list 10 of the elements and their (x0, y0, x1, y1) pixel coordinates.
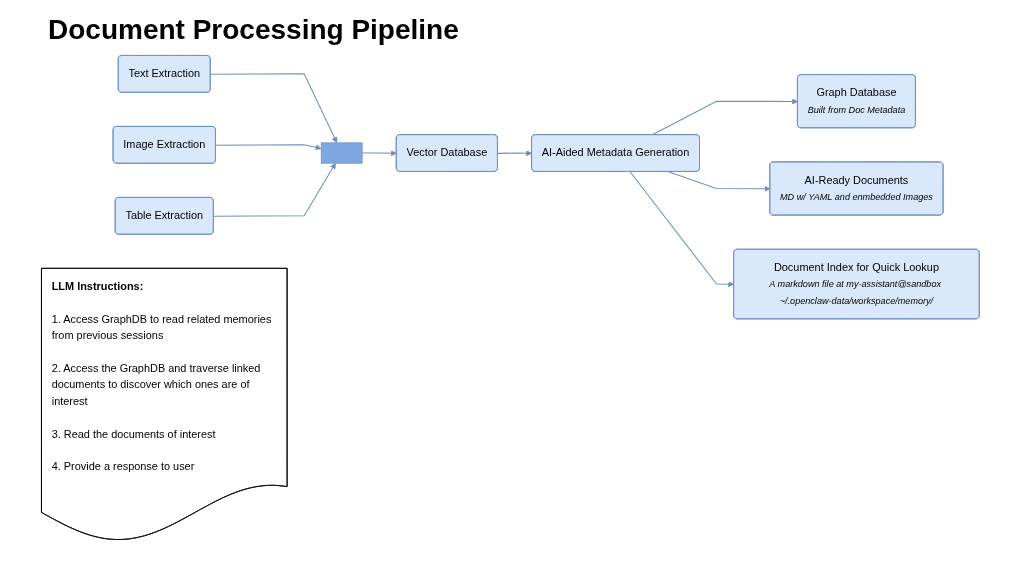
arrow (213, 163, 336, 217)
node-bar (321, 142, 363, 164)
arrow (497, 150, 533, 157)
arrow (667, 171, 771, 192)
arrow (629, 171, 735, 288)
arrow (210, 73, 338, 144)
arrow (361, 150, 397, 157)
arrow (215, 144, 322, 151)
diagram-title: Document Processing Pipeline (48, 14, 460, 46)
arrow (651, 98, 799, 136)
